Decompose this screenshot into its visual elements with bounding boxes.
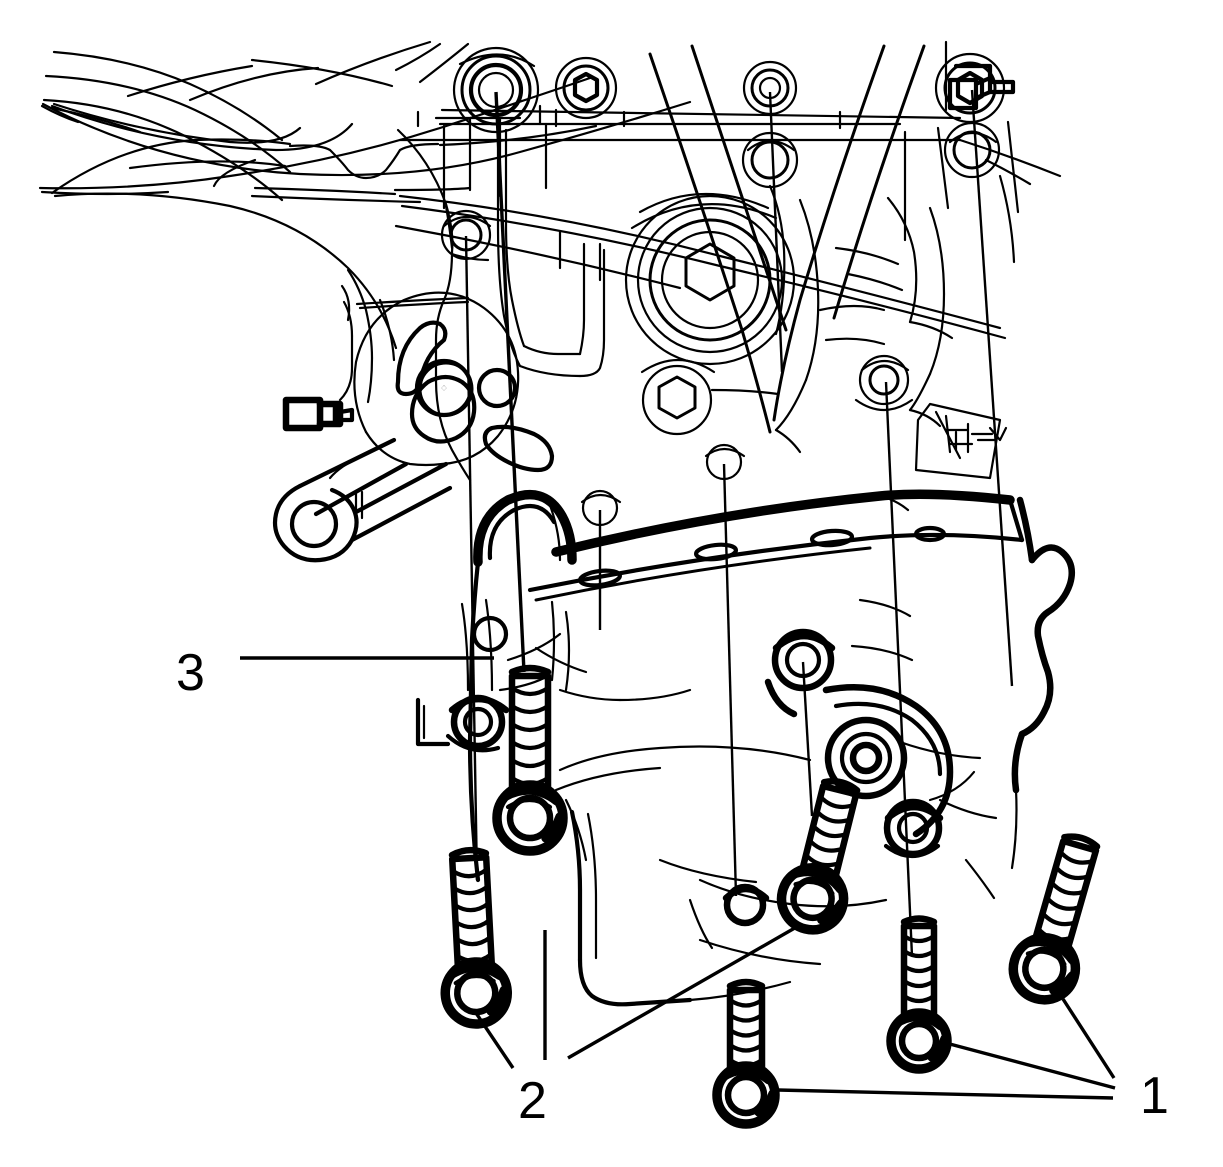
- leader-2-a: [474, 1012, 515, 1069]
- callout-label-3: 3: [176, 644, 205, 702]
- bolt-center-lower: [712, 978, 780, 1129]
- small-hex-boss: [640, 358, 780, 436]
- bolt-left-lower: [440, 846, 513, 1029]
- bolt-left-upper: [492, 664, 568, 856]
- bolt-axis-lines: [464, 89, 1014, 957]
- leader-2-c: [567, 923, 801, 1060]
- oil-pan-sealing-flange: [473, 489, 1025, 602]
- callout-label-2: 2: [518, 1072, 547, 1130]
- bolt-right-mid: [886, 915, 952, 1074]
- bolt-center-mid: [776, 778, 861, 935]
- top-bolt-hole-bosses: [440, 46, 1006, 261]
- mid-casting-detail: [768, 174, 1016, 454]
- leader-1-a: [1061, 998, 1116, 1079]
- upper-left-background-contours: [38, 50, 692, 404]
- bolt-hole-boss-right-upper: [854, 354, 914, 411]
- accessory-bracket: [272, 284, 555, 563]
- leader-1-c: [777, 1088, 1114, 1100]
- diagonal-struts: [648, 44, 926, 434]
- oil-pan-body: [415, 496, 1075, 1007]
- hex-socket-plug: [624, 192, 796, 366]
- callout-leaders: [240, 656, 1116, 1100]
- bolt-right-far: [1008, 833, 1101, 1005]
- sensor-connector: [944, 40, 1016, 112]
- callout-label-1: 1: [1140, 1067, 1169, 1125]
- leader-1-b: [945, 1041, 1116, 1090]
